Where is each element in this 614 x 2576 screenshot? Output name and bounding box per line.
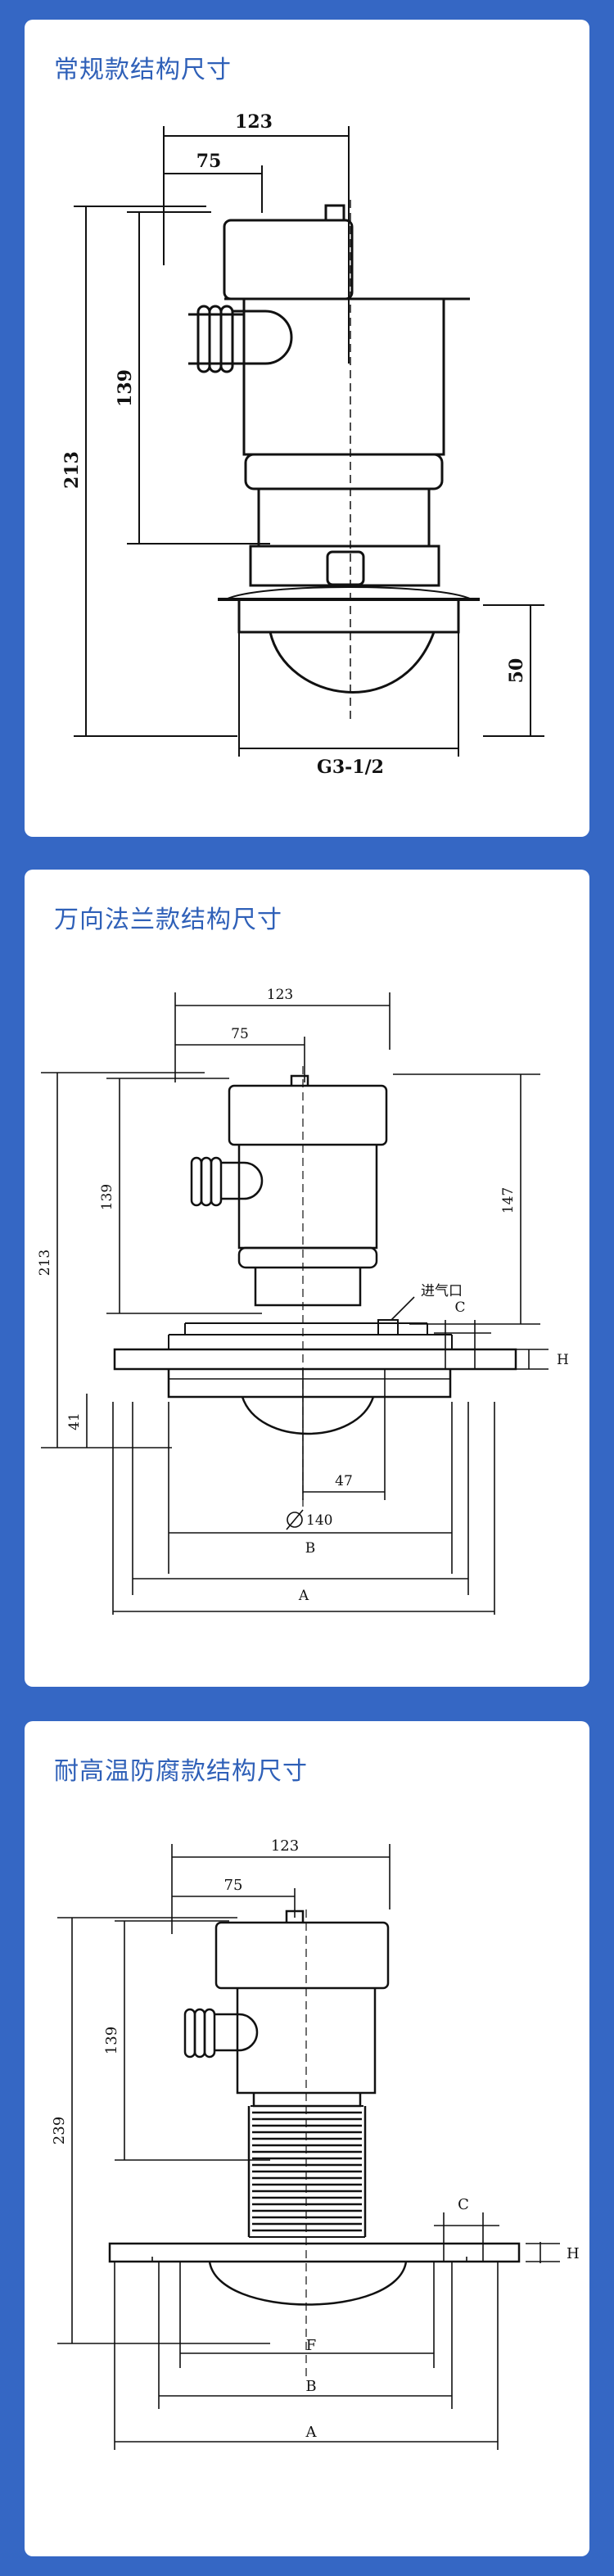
dim-w47: 47 [335,1473,353,1489]
dim-h: H [557,1352,569,1368]
dim-h: H [567,2245,580,2262]
dim-width-inner: 75 [231,1026,249,1042]
drawing-flange: 123 75 139 213 147 进气口 C H 41 47 140 B A [37,987,569,1615]
label-inlet: 进气口 [421,1283,463,1299]
dim-height-body: 139 [99,1184,115,1210]
dim-height-right: 147 [500,1187,517,1213]
dim-width-total: 123 [271,1837,299,1855]
dim-height-body: 139 [115,369,136,407]
card-flange: 万向法兰款结构尺寸 [25,870,589,1687]
dim-b: B [305,1540,316,1557]
dim-f: F [306,2337,317,2354]
dim-height-body: 139 [103,2027,120,2054]
card-standard: 常规款结构尺寸 [25,20,589,837]
dim-a: A [305,2424,318,2441]
dim-height-low: 41 [66,1412,83,1430]
dim-c: C [458,2196,469,2213]
diameter-icon [287,1512,303,1528]
section-title: 常规款结构尺寸 [54,56,232,84]
dim-width-inner: 75 [224,1877,243,1894]
dim-diameter: 140 [306,1512,332,1529]
dim-height-total: 239 [51,2117,68,2144]
section-title: 耐高温防腐款结构尺寸 [54,1757,308,1786]
dim-height-total: 213 [61,451,83,489]
dim-width-total: 123 [267,987,293,1003]
dim-thread: G3-1/2 [317,757,384,778]
dim-width-total: 123 [235,111,273,133]
drawing-high-temp: 123 75 139 239 C H F B A [51,1837,580,2450]
dim-a: A [298,1588,309,1604]
card-high-temp: 耐高温防腐款结构尺寸 [25,1721,589,2556]
dim-width-inner: 75 [196,151,222,172]
dim-c: C [454,1299,465,1316]
section-title: 万向法兰款结构尺寸 [54,906,282,934]
dim-height-bottom: 50 [506,658,527,684]
drawing-standard: 123 75 139 213 50 G3-1/2 [61,111,544,778]
dim-height-total: 213 [37,1250,53,1276]
dim-b: B [305,2378,316,2395]
